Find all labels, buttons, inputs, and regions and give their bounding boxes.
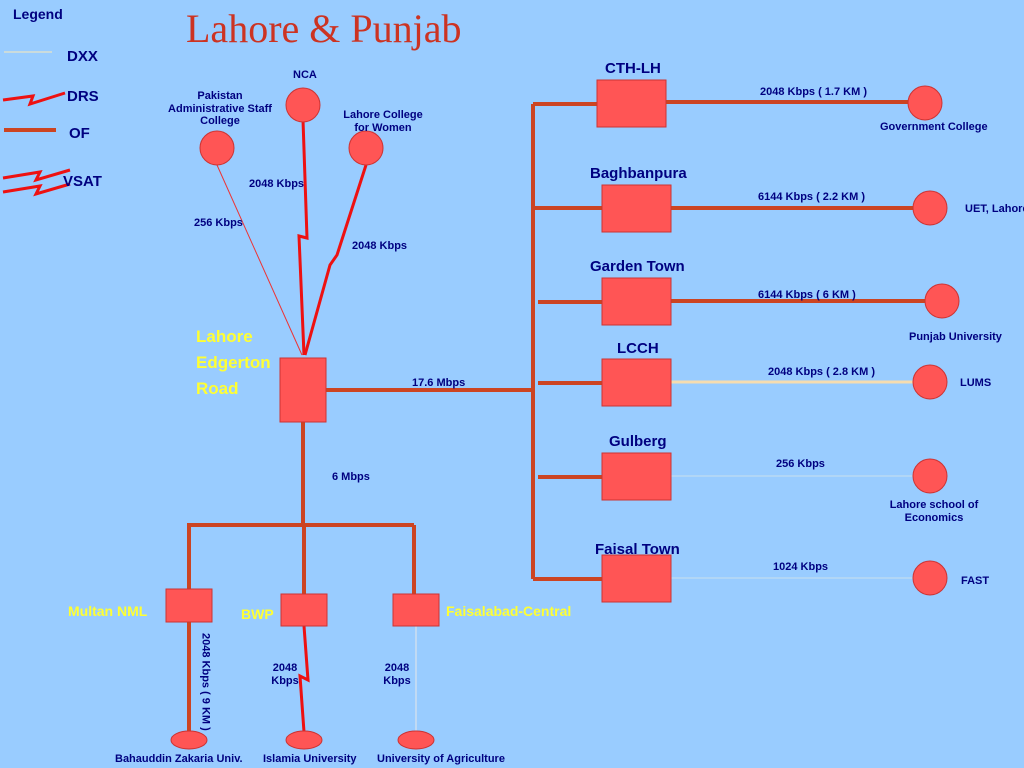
faisaltown-exchange-box bbox=[601, 554, 672, 603]
lcw-site-circle bbox=[348, 130, 384, 166]
paksc-site-circle bbox=[199, 130, 235, 166]
regional-label-faisalabad: Faisalabad-Central bbox=[446, 603, 572, 619]
hub-label: Lahore Edgerton Road bbox=[196, 324, 271, 402]
iub-site-circle bbox=[285, 730, 323, 750]
link-label-line: 2048 bbox=[384, 662, 410, 674]
link-label-line: Kbps bbox=[271, 674, 299, 687]
nca-site-circle bbox=[285, 87, 321, 123]
govt-college-site-circle bbox=[907, 85, 943, 121]
hub-label-line: Lahore bbox=[196, 327, 253, 346]
hub-label-line: Edgerton bbox=[196, 353, 271, 372]
bwp-exchange-box bbox=[280, 593, 328, 627]
pu-site-circle bbox=[924, 283, 960, 319]
uet-site-label: UET, Lahore bbox=[965, 203, 1024, 215]
gardentown-link-label: 6144 Kbps ( 6 KM ) bbox=[758, 289, 856, 301]
lse-site-circle bbox=[912, 458, 948, 494]
site-label-line: Lahore College bbox=[343, 109, 423, 121]
lums-site-circle bbox=[912, 364, 948, 400]
lcch-exchange-box bbox=[601, 358, 672, 407]
lcw-drs-link bbox=[303, 164, 368, 356]
site-label-line: Administrative Staff bbox=[168, 102, 272, 115]
exchange-label-baghbanpura: Baghbanpura bbox=[590, 165, 687, 182]
site-label-line: Pakistan bbox=[197, 90, 243, 102]
site-label-line: Economics bbox=[904, 511, 964, 524]
lcw-link-label: 2048 Kbps bbox=[352, 240, 408, 252]
exchange-label-faisaltown: Faisal Town bbox=[595, 541, 680, 558]
exchange-label-cth: CTH-LH bbox=[605, 60, 661, 77]
faisaltown-link-label: 1024 Kbps bbox=[773, 561, 829, 573]
exchange-label-lcch: LCCH bbox=[617, 340, 659, 357]
uet-site-circle bbox=[912, 190, 948, 226]
baghbanpura-link-label: 6144 Kbps ( 2.2 KM ) bbox=[758, 191, 865, 203]
gulberg-link-label: 256 Kbps bbox=[776, 458, 825, 470]
lcch-link-label: 2048 Kbps ( 2.8 KM ) bbox=[768, 366, 875, 378]
link-label-line: Kbps bbox=[383, 674, 411, 687]
legend-label-vsat: VSAT bbox=[63, 173, 102, 190]
gulberg-exchange-box bbox=[601, 452, 672, 501]
link-label-line: 2048 bbox=[272, 662, 298, 674]
paksc-link-label: 256 Kbps bbox=[194, 217, 243, 229]
lse-site-label: Lahore school of Economics bbox=[890, 499, 979, 524]
bwp-drs-link bbox=[298, 625, 310, 733]
fast-site-circle bbox=[912, 560, 948, 596]
gardentown-exchange-box bbox=[601, 277, 672, 326]
legend-label-drs: DRS bbox=[67, 88, 99, 105]
fast-site-label: FAST bbox=[961, 575, 990, 587]
site-label-line: Lahore school of bbox=[889, 499, 979, 511]
nca-link-label: 2048 Kbps bbox=[249, 178, 305, 190]
faisalabad-exchange-box bbox=[392, 593, 440, 627]
govt-college-site-label: Government College bbox=[880, 121, 988, 133]
multan-exchange-box bbox=[165, 588, 213, 623]
paksc-link-line bbox=[216, 164, 303, 356]
cth-exchange-box bbox=[596, 79, 667, 128]
bwp-link-label: 2048 Kbps bbox=[271, 662, 299, 687]
paksc-site-label: Pakistan Administrative Staff College bbox=[168, 90, 272, 128]
legend-drs-icon bbox=[2, 91, 66, 107]
hub-label-line: Road bbox=[196, 379, 239, 398]
multan-link-label: 2048 Kbps ( 9 KM ) bbox=[199, 633, 212, 731]
cth-link-label: 2048 Kbps ( 1.7 KM ) bbox=[760, 86, 867, 98]
down-link-label: 6 Mbps bbox=[332, 471, 370, 483]
nca-site-label: NCA bbox=[293, 69, 317, 81]
uaf-site-circle bbox=[397, 730, 435, 750]
site-label-line: for Women bbox=[354, 121, 412, 134]
legend-label-of: OF bbox=[69, 125, 90, 142]
site-label-line: College bbox=[200, 115, 240, 128]
legend-vsat-icon-2 bbox=[2, 182, 71, 197]
bzu-site-circle bbox=[170, 730, 208, 750]
lcw-site-label: Lahore College for Women bbox=[343, 109, 422, 134]
backbone-link-label: 17.6 Mbps bbox=[412, 377, 466, 389]
legend-label-dxx: DXX bbox=[67, 48, 98, 65]
uaf-site-label: University of Agriculture bbox=[377, 753, 505, 765]
hub-exchange-box bbox=[279, 357, 327, 423]
lums-site-label: LUMS bbox=[960, 377, 992, 389]
exchange-label-gulberg: Gulberg bbox=[609, 433, 667, 450]
exchange-label-gardentown: Garden Town bbox=[590, 258, 685, 275]
baghbanpura-exchange-box bbox=[601, 184, 672, 233]
legend-vsat-icon bbox=[2, 168, 71, 183]
page-title: Lahore & Punjab bbox=[186, 6, 462, 51]
regional-label-multan: Multan NML bbox=[68, 603, 148, 619]
pu-site-label: Punjab University bbox=[909, 331, 1002, 343]
iub-site-label: Islamia University bbox=[263, 753, 357, 765]
faisalabad-link-label: 2048 Kbps bbox=[383, 662, 411, 687]
regional-label-bwp: BWP bbox=[241, 606, 274, 622]
nca-drs-link bbox=[297, 119, 309, 356]
legend-heading: Legend bbox=[13, 6, 63, 22]
bzu-site-label: Bahauddin Zakaria Univ. bbox=[115, 753, 243, 765]
